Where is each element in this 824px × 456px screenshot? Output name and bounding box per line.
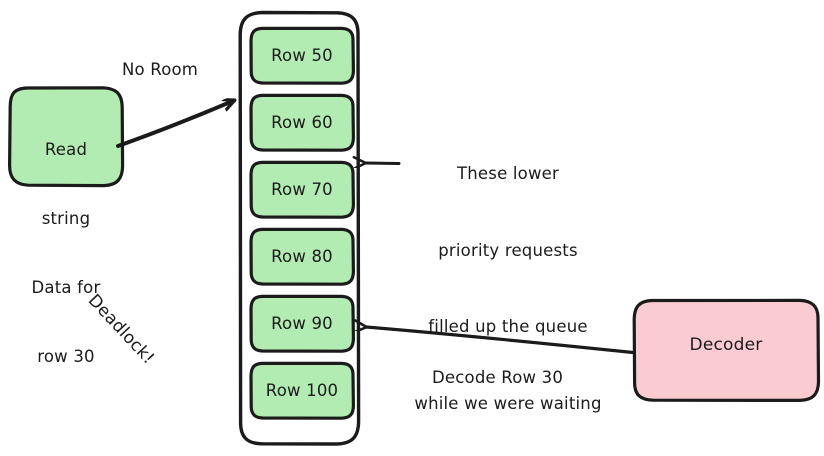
queue-row-label-50: Row 50: [271, 46, 333, 65]
queue-row-label-70: Row 70: [271, 180, 333, 199]
no-room-edge-label: No Room: [122, 60, 199, 79]
no-room-arrow: [116, 101, 234, 148]
decoder-node[interactable]: [632, 298, 821, 402]
queue-row-label-80: Row 80: [271, 247, 333, 266]
queue-row-label-60: Row 60: [271, 113, 333, 132]
read-string-node-label: Read string Data for row 30: [31, 140, 101, 366]
queue-row-box[interactable]: [249, 160, 355, 219]
queue-row-box[interactable]: [249, 93, 355, 152]
queue-row-box[interactable]: [249, 361, 355, 420]
annotation-arrow: [365, 163, 401, 164]
decoder-node-label: Decoder: [689, 335, 763, 355]
queue-row-box[interactable]: [249, 227, 355, 286]
queue-row-box[interactable]: [249, 294, 355, 353]
decode-edge-label: Decode Row 30: [432, 368, 564, 387]
read-string-node[interactable]: [7, 86, 125, 188]
decode-arrow: [366, 327, 635, 355]
queue-row-boxes: [249, 26, 355, 420]
queue-row-box[interactable]: [249, 26, 355, 85]
queue-row-label-100: Row 100: [265, 381, 339, 400]
queue-row-label-90: Row 90: [271, 314, 333, 333]
queue-note-annotation: These lower priority requests filled up …: [414, 164, 602, 413]
